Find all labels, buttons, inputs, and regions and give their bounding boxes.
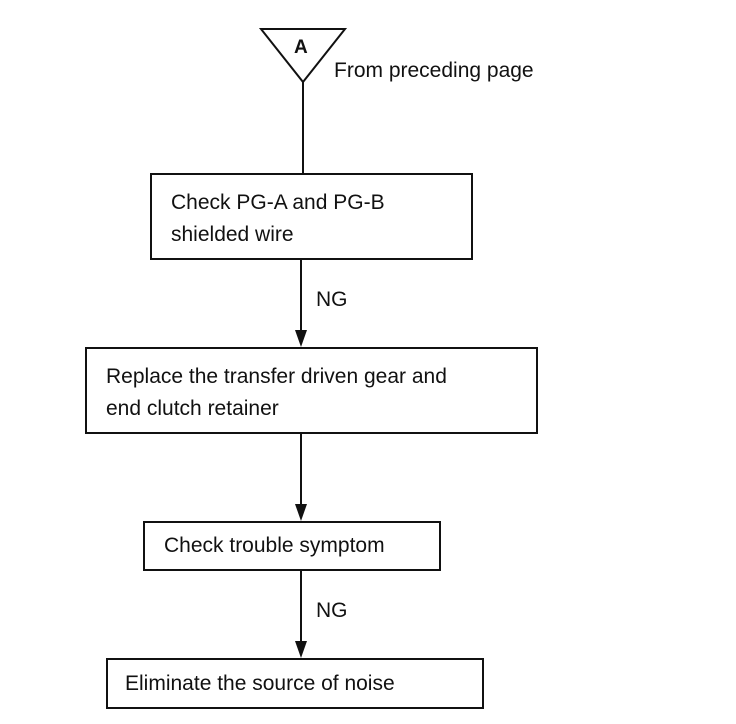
step-eliminate-noise: Eliminate the source of noise [106, 658, 484, 709]
arrowhead-icon [295, 504, 307, 521]
step-text-line: shielded wire [171, 223, 294, 246]
step-text-line: end clutch retainer [106, 397, 279, 420]
connector-letter: A [294, 37, 308, 58]
connector-note: From preceding page [334, 59, 534, 82]
step-text-line: Replace the transfer driven gear and [106, 365, 447, 388]
step-check-trouble-symptom: Check trouble symptom [143, 521, 441, 571]
arrowhead-icon [295, 330, 307, 347]
off-page-connector-icon [258, 28, 348, 84]
step-text-line: Check trouble symptom [164, 534, 385, 557]
step-text-line: Check PG-A and PG-B [171, 191, 385, 214]
edge-label-ng: NG [316, 288, 348, 311]
arrowhead-icon [295, 641, 307, 658]
step-replace-gear: Replace the transfer driven gear and end… [85, 347, 538, 434]
step-text-line: Eliminate the source of noise [125, 672, 395, 695]
step-check-shielded-wire: Check PG-A and PG-B shielded wire [150, 173, 473, 260]
edge-label-ng: NG [316, 599, 348, 622]
